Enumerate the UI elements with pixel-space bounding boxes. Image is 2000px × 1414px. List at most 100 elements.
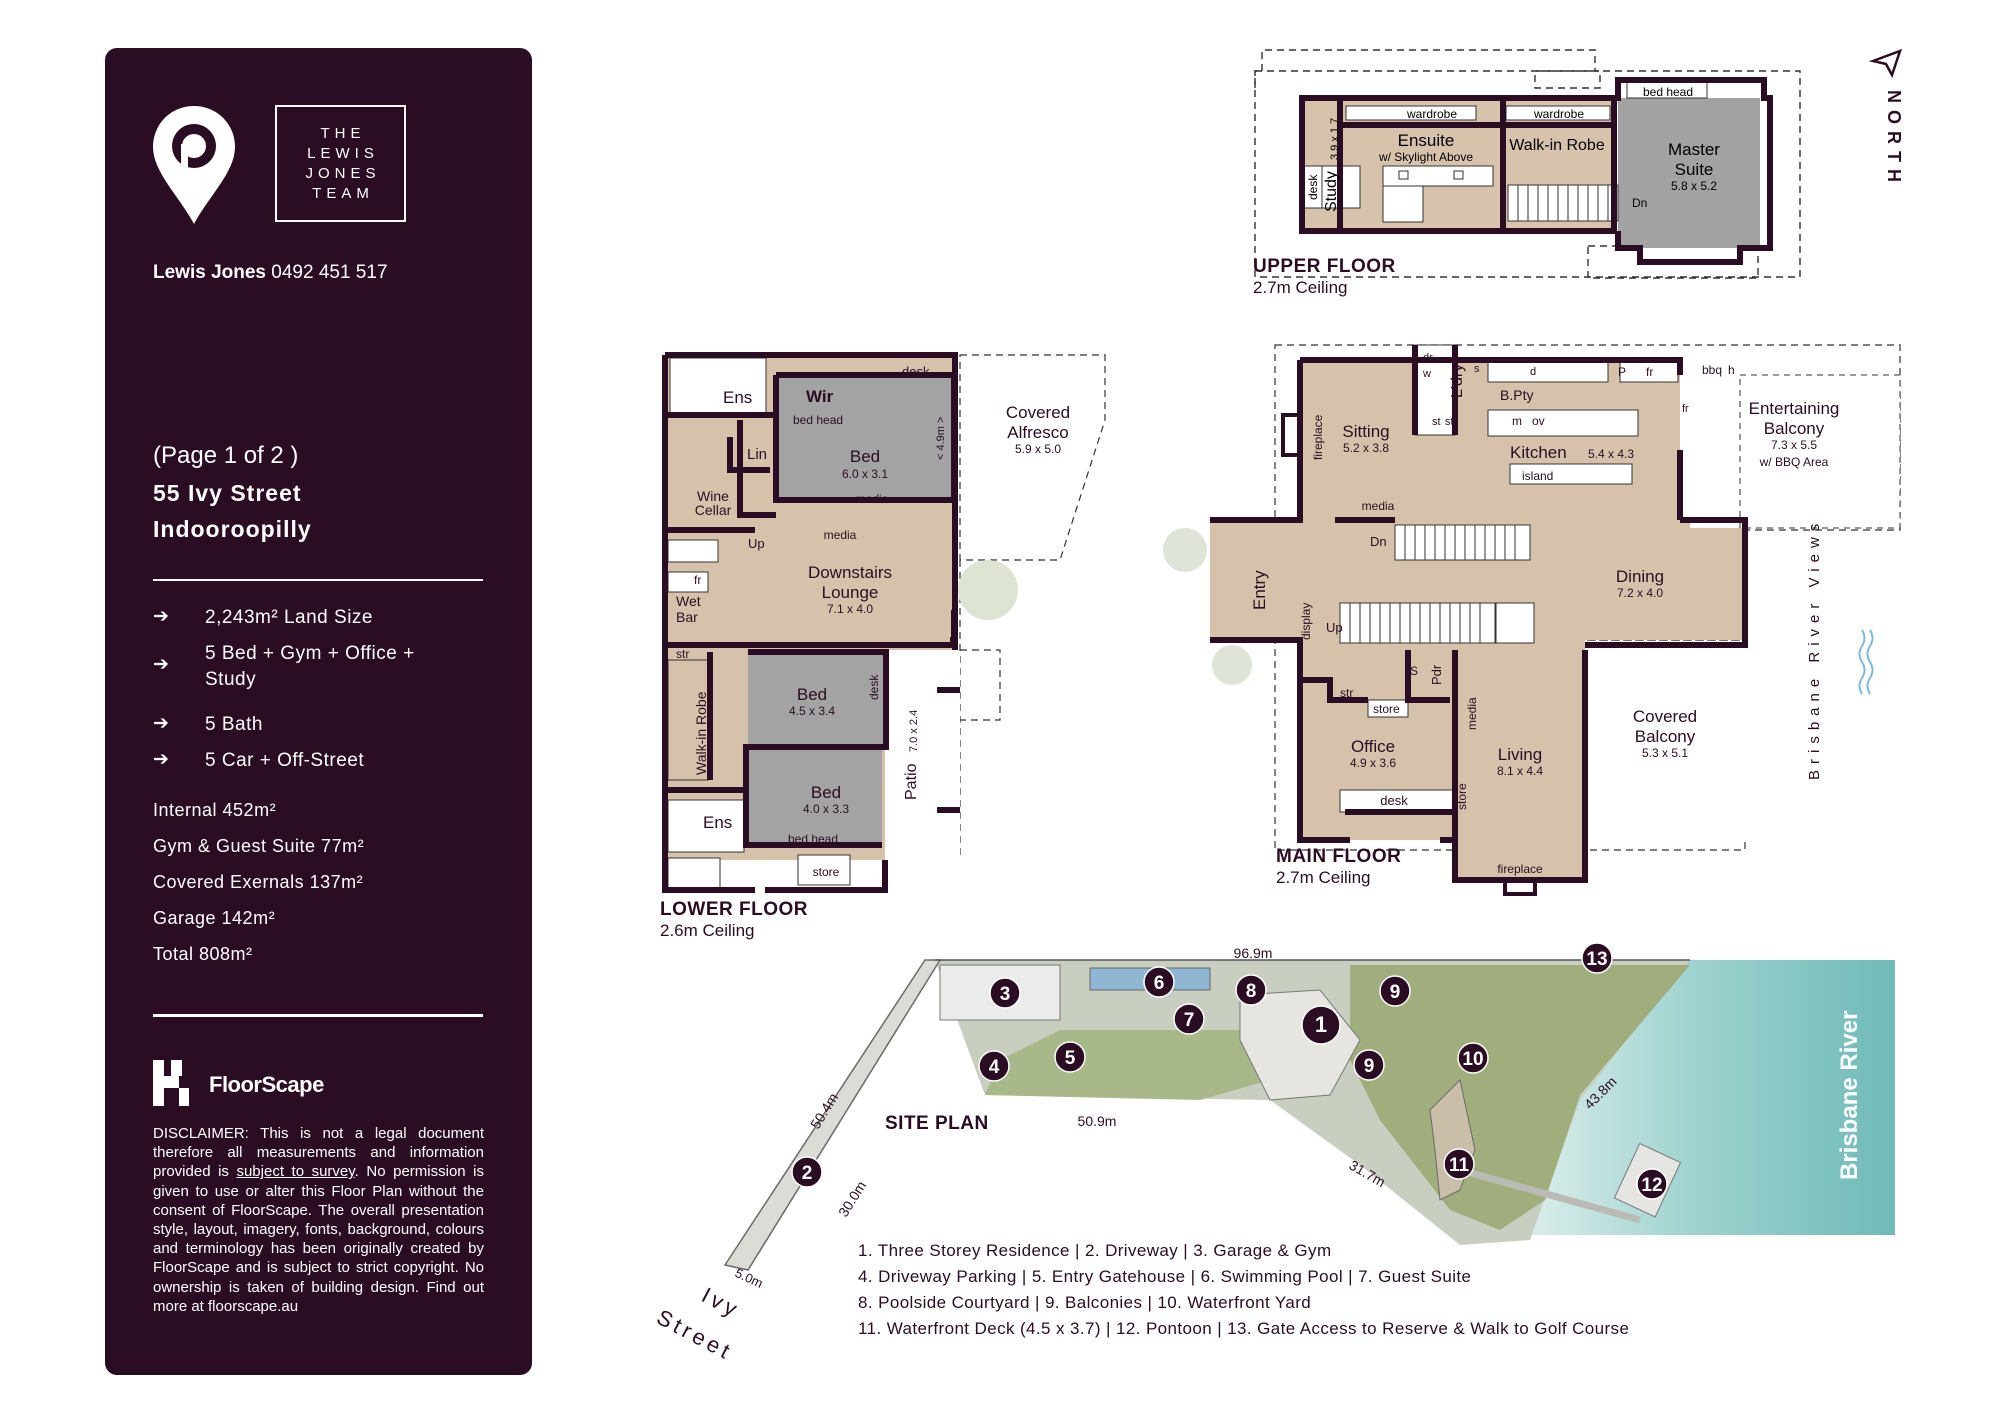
label-bed-dim: 4.5 x 3.4: [789, 704, 835, 718]
street-label-ivy: Ivy: [698, 1282, 745, 1323]
site-marker-label: 9: [1364, 1056, 1375, 1077]
site-marker-label: 1: [1315, 1012, 1327, 1037]
label-h: h: [1728, 363, 1735, 377]
address-suburb: Indooroopilly: [153, 516, 312, 542]
label-island: island: [1522, 469, 1553, 483]
site-marker-label: 5: [1065, 1048, 1076, 1069]
label-suite: Suite: [1675, 160, 1714, 179]
label-alfresco: Alfresco: [1007, 423, 1068, 442]
label-up: Up: [748, 536, 765, 551]
label-dining-dim: 7.2 x 4.0: [1617, 586, 1663, 600]
site-marker-12: 12: [1636, 1168, 1668, 1200]
site-marker-label: 13: [1586, 949, 1607, 970]
main-floor-title: MAIN FLOOR: [1276, 846, 1401, 867]
site-marker-1: 1: [1301, 1005, 1341, 1045]
label-wet: Wet: [676, 593, 701, 609]
agent-phone[interactable]: 0492 451 517: [271, 262, 388, 283]
label-desk: desk: [867, 674, 881, 700]
label-fireplace: fireplace: [1311, 414, 1325, 460]
label-balcony: Balcony: [1764, 419, 1825, 438]
label-st: st: [1445, 416, 1454, 428]
label-store: store: [1373, 702, 1400, 716]
label-covered: Covered: [1006, 403, 1070, 422]
area-item: Covered Exernals 137m²: [153, 872, 364, 892]
upper-floor-plan: wardrobe wardrobe bed head Ensuite w/ Sk…: [1254, 49, 1801, 279]
site-marker-label: 9: [1390, 982, 1401, 1003]
label-bed: Bed: [850, 447, 880, 466]
label-ens: Ens: [703, 813, 732, 832]
label-master: Master: [1668, 140, 1720, 159]
legend-line: 4. Driveway Parking | 5. Entry Gatehouse…: [858, 1267, 1472, 1286]
label-display: display: [1299, 603, 1313, 640]
label-entry: Entry: [1250, 570, 1269, 610]
label-str: str: [676, 647, 689, 661]
label-store: store: [1455, 783, 1469, 810]
site-marker-label: 4: [989, 1057, 1000, 1078]
address-street: 55 Ivy Street: [153, 480, 302, 506]
label-wardrobe: wardrobe: [1533, 107, 1584, 121]
label-dn: Dn: [1632, 196, 1647, 210]
label-lounge-dim: 7.1 x 4.0: [827, 602, 873, 616]
label-fireplace: fireplace: [1497, 862, 1543, 876]
arrow-right-icon: ➔: [153, 654, 170, 675]
label-kitchen-dim: 5.4 x 4.3: [1588, 447, 1634, 461]
page-indicator: (Page 1 of 2 ): [153, 442, 299, 469]
water-waves-icon: [1858, 629, 1874, 695]
site-marker-label: 10: [1462, 1049, 1483, 1070]
label-ens: Ens: [723, 388, 752, 407]
label-balcony: Balcony: [1635, 727, 1696, 746]
site-marker-9: 9: [1353, 1049, 1385, 1081]
label-d: d: [1530, 366, 1536, 378]
site-marker-3: 3: [989, 977, 1021, 1009]
label-kitchen: Kitchen: [1510, 443, 1567, 462]
label-ov: ov: [1532, 414, 1545, 428]
site-dim-top: 96.9m: [1234, 945, 1273, 961]
floorscape-logo-icon: [153, 1060, 189, 1106]
label-patio-dim: 7.0 x 2.4: [908, 710, 920, 752]
label-pdr: Pdr: [1429, 664, 1444, 685]
label-s: s: [1474, 363, 1480, 375]
label-alfresco-dim: 5.9 x 5.0: [1015, 442, 1061, 456]
label-ldry: L'dry: [1449, 364, 1466, 398]
survey-link[interactable]: subject to survey: [236, 1163, 355, 1181]
label-w: w: [1422, 368, 1431, 380]
label-walk-in-robe: Walk-in Robe: [693, 691, 709, 775]
label-bar: Bar: [676, 609, 698, 625]
location-pin-icon: [153, 106, 235, 224]
area-item: Total 808m²: [153, 944, 253, 964]
label-living-dim: 8.1 x 4.4: [1497, 764, 1543, 778]
main-floor-ceiling: 2.7m Ceiling: [1276, 868, 1371, 887]
label-fr: fr: [694, 573, 701, 587]
site-marker-11: 11: [1443, 1148, 1475, 1180]
label-desk: desk: [902, 364, 930, 379]
label-bed-head: bed head: [788, 832, 838, 846]
area-item: Internal 452m²: [153, 800, 277, 820]
label-covered: Covered: [1633, 707, 1697, 726]
site-plan-title: SITE PLAN: [885, 1113, 989, 1134]
arrow-right-icon: ➔: [153, 606, 170, 627]
area-item: Garage 142m²: [153, 908, 276, 928]
site-marker-6: 6: [1143, 966, 1175, 998]
label-p: P: [1618, 365, 1626, 379]
label-bpty: B.Pty: [1500, 387, 1533, 403]
label-lounge: Lounge: [822, 583, 879, 602]
arrow-right-icon: ➔: [153, 749, 170, 770]
label-patio: Patio: [903, 763, 920, 800]
label-media: media: [824, 528, 857, 542]
label-master-dim: 5.8 x 5.2: [1671, 179, 1717, 193]
label-office-dim: 4.9 x 3.6: [1350, 756, 1396, 770]
label-ensuite-note: w/ Skylight Above: [1378, 150, 1473, 164]
legend-line: 11. Waterfront Deck (4.5 x 3.7) | 12. Po…: [858, 1319, 1630, 1338]
label-bed-dim: 6.0 x 3.1: [842, 467, 888, 481]
site-marker-8: 8: [1235, 974, 1267, 1006]
label-bed: Bed: [811, 783, 841, 802]
label-cov-dim: 5.3 x 5.1: [1642, 746, 1688, 760]
site-dim-mid: 50.9m: [1078, 1113, 1117, 1129]
site-marker-label: 3: [1000, 984, 1011, 1005]
site-marker-5: 5: [1054, 1041, 1086, 1073]
site-marker-label: 6: [1154, 973, 1165, 994]
label-s: S: [1410, 664, 1418, 678]
site-dim-left-lower: 30.0m: [835, 1178, 869, 1219]
disclaimer: DISCLAIMER: This is not a legal document…: [153, 1125, 484, 1315]
